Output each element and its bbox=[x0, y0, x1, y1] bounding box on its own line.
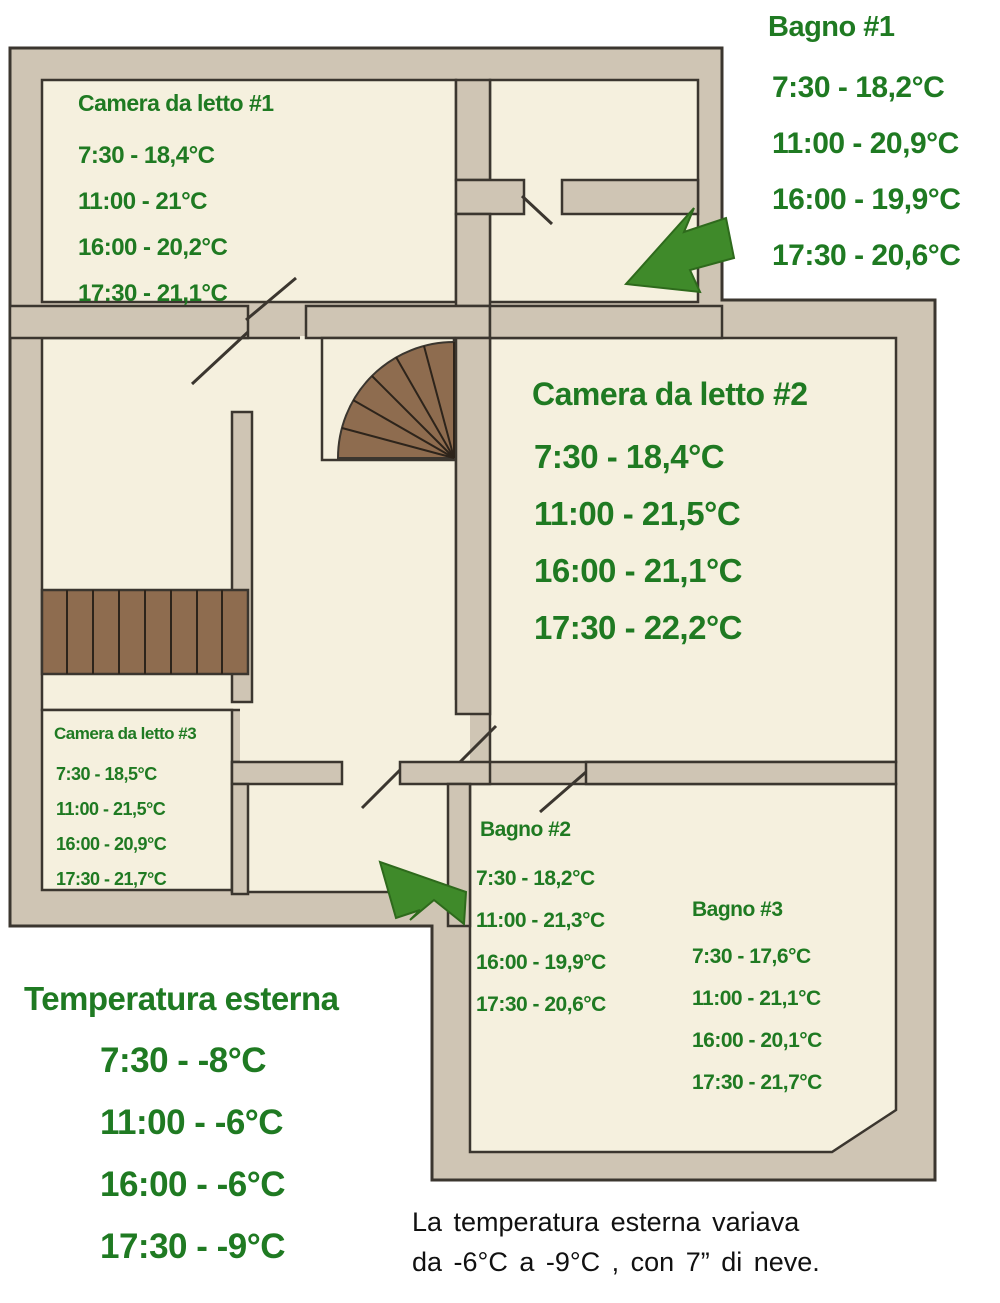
outside-title-text: Temperatura esterna bbox=[24, 980, 339, 1017]
reading: 17:30 - 20,6°C bbox=[476, 993, 606, 1016]
reading: 16:00 - 21,1°C bbox=[534, 552, 742, 589]
reading: 7:30 - 18,4°C bbox=[534, 438, 725, 475]
readings-bagno2: 7:30 - 18,2°C 11:00 - 21,3°C 16:00 - 19,… bbox=[476, 858, 606, 1026]
readings-camera2: 7:30 - 18,4°C 11:00 - 21,5°C 16:00 - 21,… bbox=[534, 428, 742, 656]
floor-camera3 bbox=[40, 708, 234, 892]
room-label-bagno2: Bagno #2 bbox=[480, 818, 571, 842]
room-name: Camera da letto #2 bbox=[532, 376, 808, 412]
reading: 17:30 - -9°C bbox=[100, 1227, 286, 1266]
reading: 11:00 - 21,3°C bbox=[476, 909, 605, 932]
room-name: Camera da letto #3 bbox=[54, 724, 197, 743]
caption-line-1: La temperatura esterna variava bbox=[412, 1207, 800, 1237]
interior-walls bbox=[8, 78, 898, 928]
reading: 17:30 - 21,7°C bbox=[56, 869, 167, 889]
readings-outside: 7:30 - -8°C 11:00 - -6°C 16:00 - -6°C 17… bbox=[100, 1030, 286, 1278]
room-name: Bagno #3 bbox=[692, 898, 783, 921]
reading: 11:00 - 21°C bbox=[78, 188, 208, 215]
reading: 17:30 - 22,2°C bbox=[534, 609, 742, 646]
reading: 7:30 - 17,6°C bbox=[692, 945, 811, 968]
readings-bagno1: 7:30 - 18,2°C 11:00 - 20,9°C 16:00 - 19,… bbox=[772, 60, 961, 284]
reading: 16:00 - 20,9°C bbox=[56, 834, 167, 854]
room-label-bagno1: Bagno #1 bbox=[768, 12, 895, 42]
room-name: Bagno #1 bbox=[768, 11, 895, 43]
reading: 16:00 - 20,1°C bbox=[692, 1029, 822, 1052]
room-label-bagno3: Bagno #3 bbox=[692, 898, 783, 922]
arrow-icon bbox=[623, 207, 736, 294]
arrow-icon bbox=[378, 860, 468, 926]
reading: 11:00 - 21,1°C bbox=[692, 987, 821, 1010]
room-label-camera2: Camera da letto #2 bbox=[532, 376, 808, 412]
reading: 16:00 - 19,9°C bbox=[772, 183, 961, 216]
reading: 11:00 - 21,5°C bbox=[56, 799, 166, 819]
reading: 17:30 - 21,1°C bbox=[78, 280, 228, 307]
reading: 17:30 - 20,6°C bbox=[772, 239, 961, 272]
caption-line-2: da -6°C a -9°C , con 7” di neve. bbox=[412, 1247, 820, 1277]
room-name: Camera da letto #1 bbox=[78, 90, 274, 116]
floor-camera2 bbox=[488, 336, 898, 764]
reading: 7:30 - 18,2°C bbox=[476, 867, 595, 890]
reading: 16:00 - 20,2°C bbox=[78, 234, 228, 261]
reading: 16:00 - -6°C bbox=[100, 1165, 286, 1204]
outside-title: Temperatura esterna bbox=[24, 980, 339, 1018]
reading: 7:30 - 18,4°C bbox=[78, 142, 215, 169]
readings-camera1: 7:30 - 18,4°C 11:00 - 21°C 16:00 - 20,2°… bbox=[78, 133, 228, 317]
reading: 17:30 - 21,7°C bbox=[692, 1071, 822, 1094]
spiral-staircase bbox=[320, 336, 456, 462]
floor-camera1 bbox=[40, 78, 458, 304]
room-name: Bagno #2 bbox=[480, 818, 571, 841]
reading: 7:30 - 18,2°C bbox=[772, 71, 945, 104]
reading: 11:00 - 20,9°C bbox=[772, 127, 959, 160]
readings-bagno3: 7:30 - 17,6°C 11:00 - 21,1°C 16:00 - 20,… bbox=[692, 936, 822, 1104]
room-label-camera3: Camera da letto #3 bbox=[54, 724, 197, 744]
reading: 16:00 - 19,9°C bbox=[476, 951, 606, 974]
reading: 11:00 - -6°C bbox=[100, 1103, 284, 1142]
reading: 7:30 - -8°C bbox=[100, 1041, 267, 1080]
reading: 11:00 - 21,5°C bbox=[534, 495, 741, 532]
readings-camera3: 7:30 - 18,5°C 11:00 - 21,5°C 16:00 - 20,… bbox=[56, 757, 167, 897]
caption: La temperatura esterna variava da -6°C a… bbox=[412, 1202, 820, 1282]
straight-staircase bbox=[40, 588, 250, 676]
room-label-camera1: Camera da letto #1 bbox=[78, 90, 274, 116]
door-swings bbox=[190, 194, 587, 814]
reading: 7:30 - 18,5°C bbox=[56, 764, 157, 784]
